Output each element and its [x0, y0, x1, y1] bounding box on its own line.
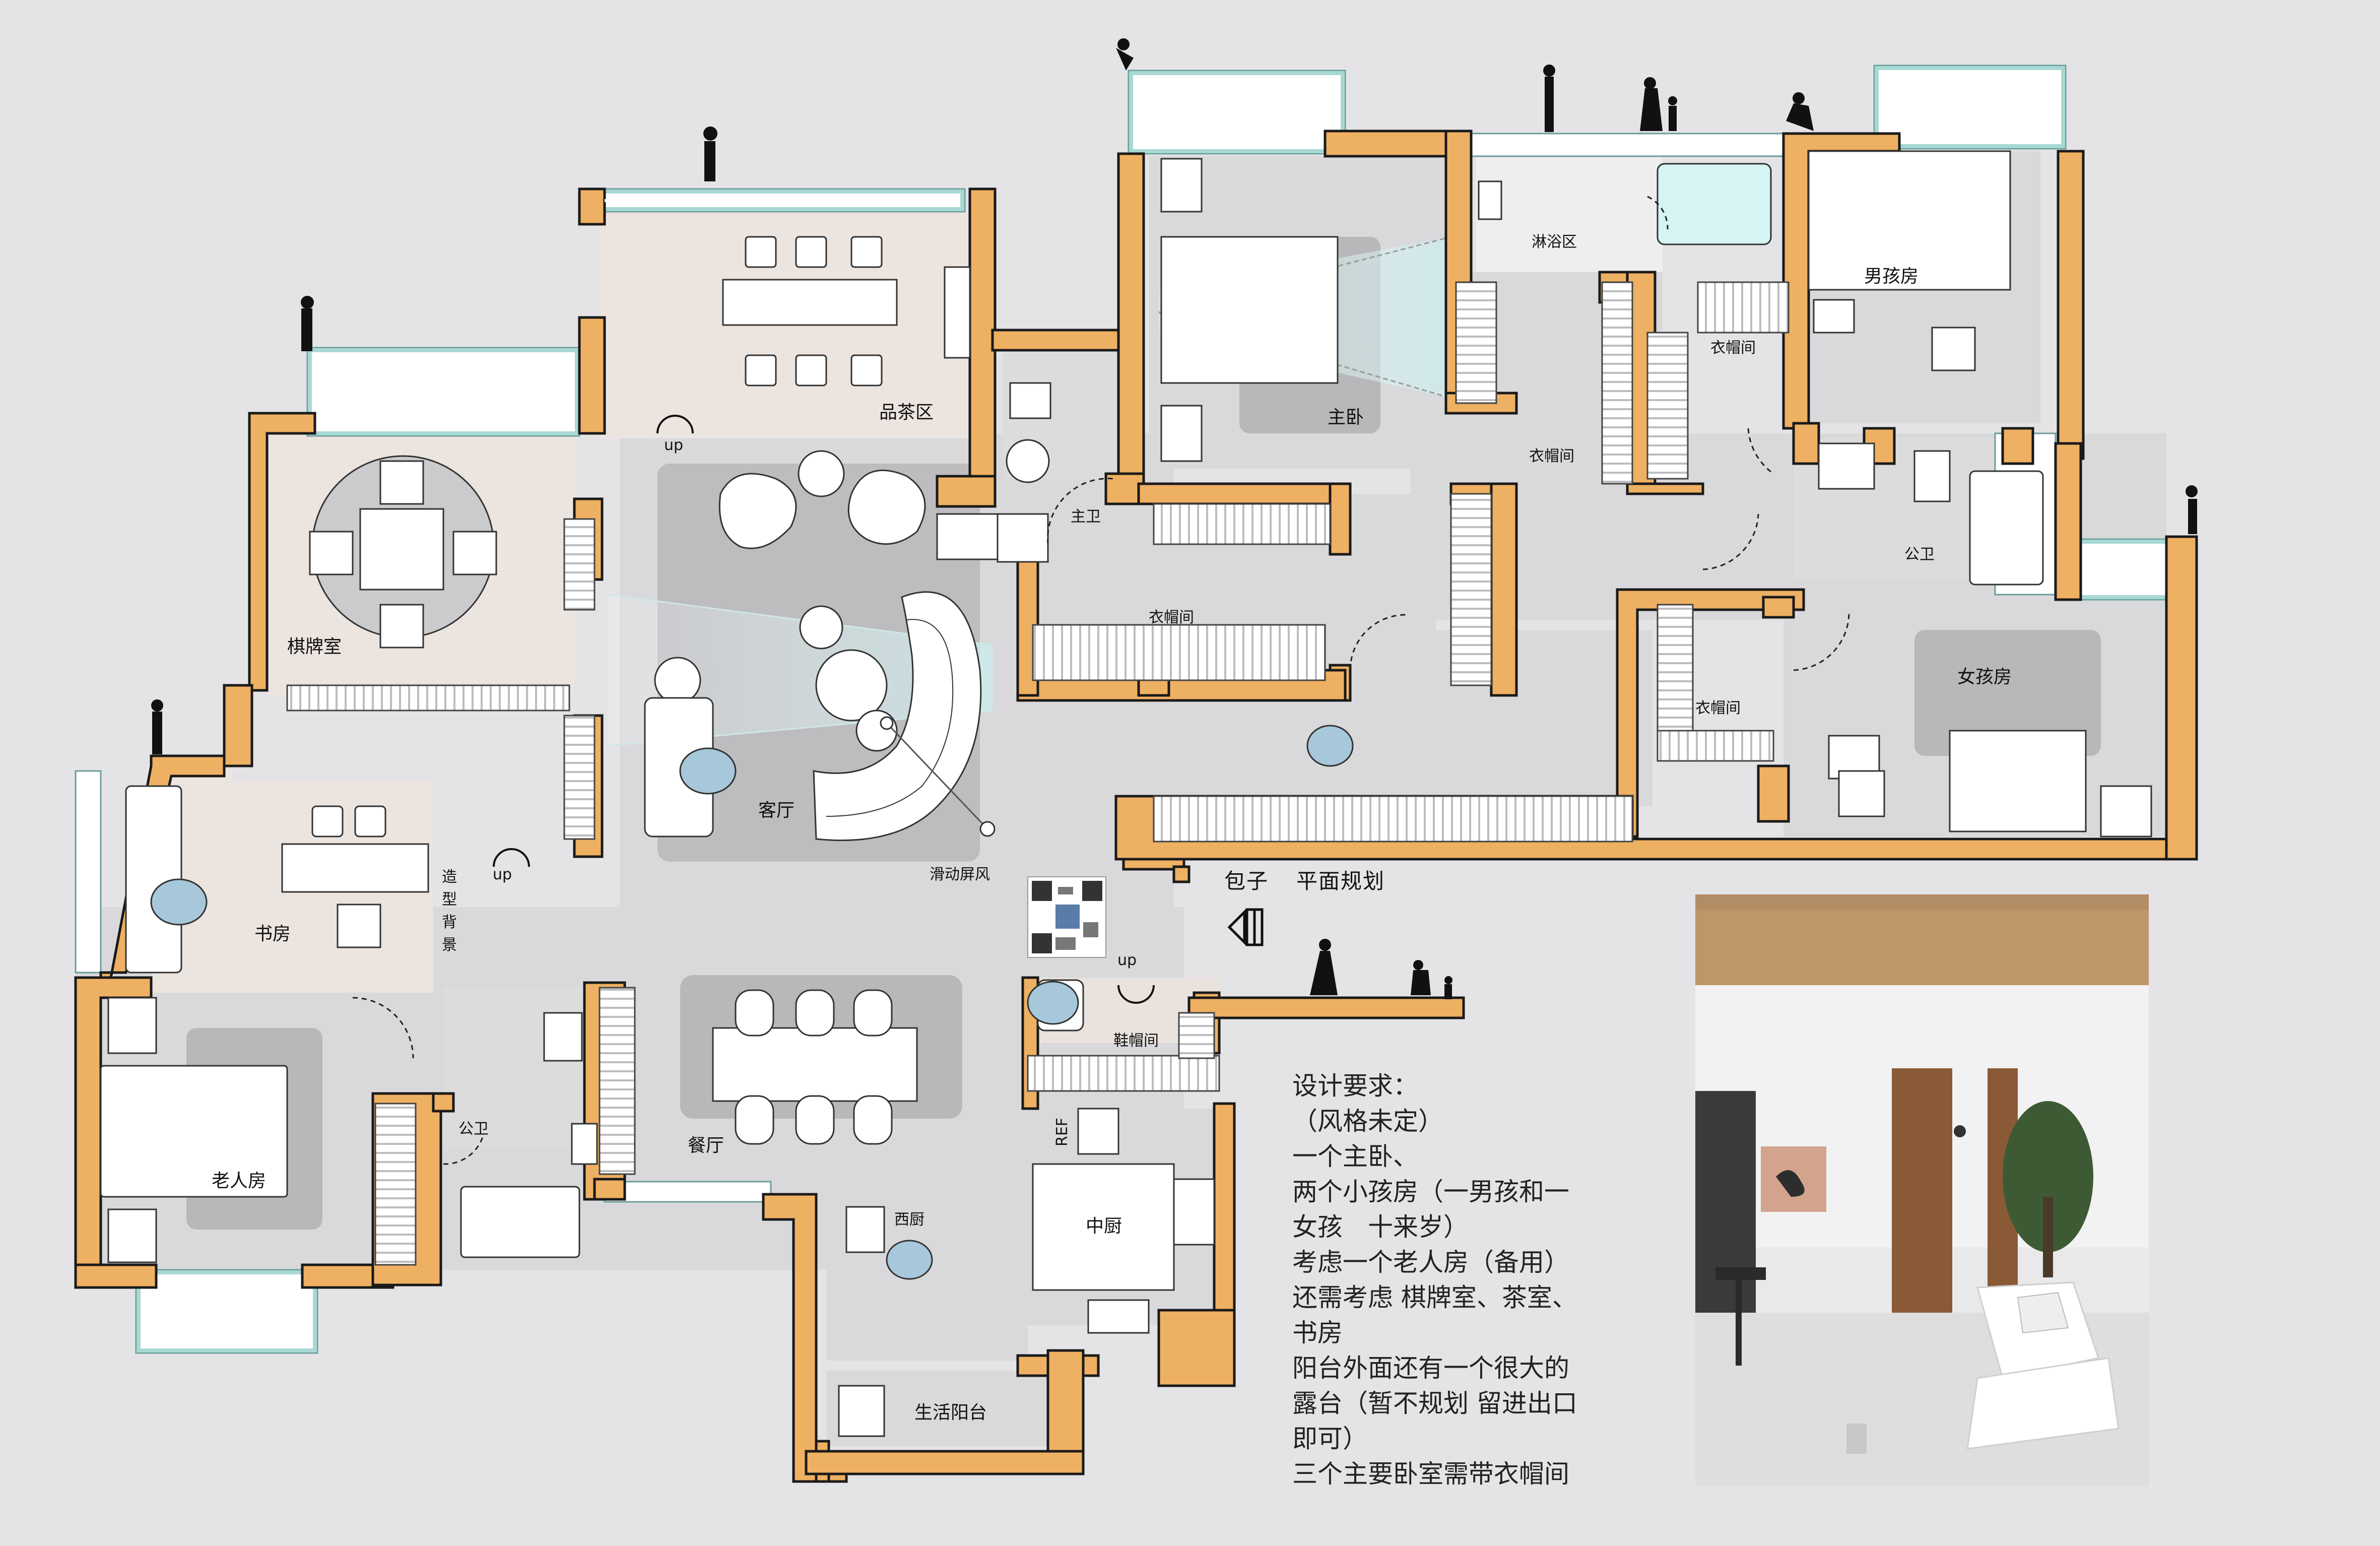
label-master-bath: 主卫	[1071, 508, 1101, 526]
label-service-balcony: 生活阳台	[914, 1402, 987, 1423]
qr-code	[1027, 876, 1106, 958]
label-chinese-kitchen: 中厨	[1086, 1216, 1122, 1237]
label-living-room: 客厅	[758, 800, 795, 821]
plan-title-subtitle: 平面规划	[1296, 869, 1385, 893]
direction-markers	[493, 415, 1155, 1004]
label-master-closet: 衣帽间	[1149, 609, 1194, 626]
label-feature-wall-4: 景	[442, 936, 457, 954]
requirement-line: （风格未定）	[1292, 1107, 1443, 1136]
label-feature-wall-3: 背	[442, 914, 457, 931]
label-study: 书房	[254, 924, 291, 944]
label-feature-wall-2: 型	[442, 891, 457, 909]
label-elder-room: 老人房	[212, 1171, 266, 1191]
requirement-line: 阳台外面还有一个很大的	[1292, 1354, 1569, 1383]
label-boy-room: 男孩房	[1864, 266, 1919, 287]
human-figures	[151, 38, 2198, 999]
label-boy-closet: 衣帽间	[1710, 339, 1756, 357]
label-fridge: REF	[1053, 1118, 1071, 1146]
design-requirements: 设计要求： （风格未定） 一个主卧、 两个小孩房（一男孩和一 女孩 十来岁） 考…	[1292, 1068, 1645, 1492]
label-master-bedroom: 主卧	[1328, 407, 1364, 428]
label-shoe-closet: 鞋帽间	[1113, 1032, 1159, 1050]
furniture	[100, 150, 2152, 1437]
closets	[286, 281, 1790, 1266]
label-girl-closet: 衣帽间	[1695, 699, 1741, 717]
requirement-line: 女孩 十来岁）	[1292, 1212, 1469, 1242]
requirement-line: 露台（暂不规划 留进出口	[1292, 1389, 1577, 1418]
reference-photo	[1695, 894, 2149, 1487]
armchairs	[718, 469, 926, 549]
up-marker-2: up	[493, 866, 512, 883]
requirement-line: 设计要求：	[1292, 1071, 1418, 1101]
label-shower-area: 淋浴区	[1532, 233, 1577, 251]
plan-title-name: 包子	[1224, 869, 1269, 893]
label-public-bath-left: 公卫	[458, 1120, 489, 1138]
label-sliding-screen: 滑动屏风	[930, 866, 990, 883]
living-sofa	[813, 591, 996, 842]
entry-arrow	[1227, 908, 1264, 946]
requirement-line: 还需考虑 棋牌室、茶室、	[1292, 1283, 1577, 1312]
requirement-line: 即可）	[1292, 1424, 1368, 1453]
label-western-kitchen: 西厨	[894, 1211, 924, 1229]
label-dining-room: 餐厅	[688, 1135, 724, 1156]
room-labels: 品茶区 棋牌室 客厅 书房 造 型 背 景 老人房 公卫 餐厅 西厨 中厨 生活…	[212, 233, 2012, 1423]
requirement-line: 考虑一个老人房（备用）	[1292, 1248, 1569, 1277]
plan-title: 包子 平面规划	[1224, 864, 1413, 895]
label-feature-wall-1: 造	[442, 868, 457, 886]
requirement-line: 一个主卧、	[1292, 1142, 1418, 1171]
up-marker-3: up	[1117, 951, 1137, 969]
door-swings	[352, 196, 1850, 1165]
requirement-line: 三个主要卧室需带衣帽间	[1292, 1459, 1569, 1489]
up-marker-1: up	[664, 436, 683, 454]
label-public-bath-right: 公卫	[1904, 546, 1935, 563]
label-closet-center: 衣帽间	[1529, 447, 1574, 465]
label-tea-area: 品茶区	[879, 402, 934, 423]
label-chess-room: 棋牌室	[287, 636, 342, 657]
girl-rug	[1914, 630, 2101, 756]
seated-figures	[150, 725, 1354, 1280]
label-girl-room: 女孩房	[1957, 667, 2012, 687]
requirement-line: 两个小孩房（一男孩和一	[1292, 1177, 1569, 1206]
requirement-line: 书房	[1292, 1318, 1343, 1347]
walls	[74, 130, 2198, 1483]
